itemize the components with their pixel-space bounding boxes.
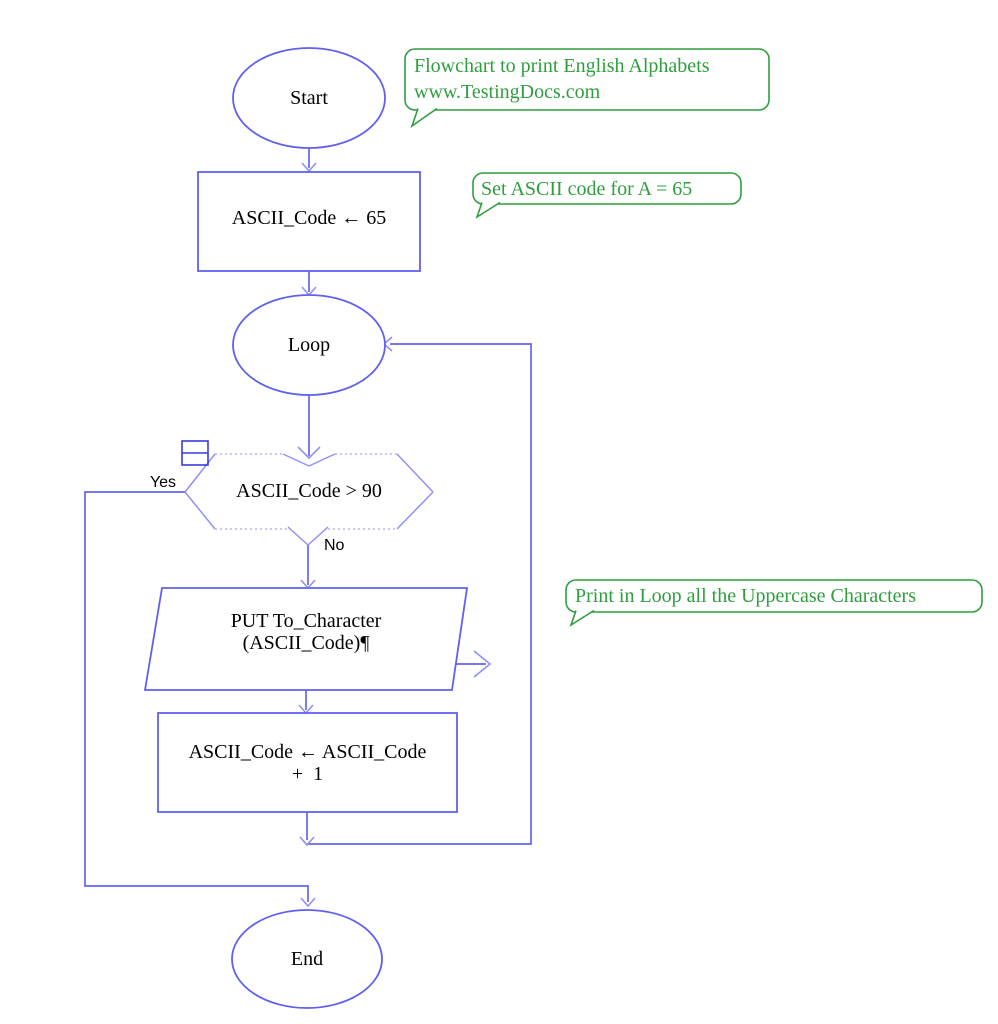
arrowhead-loopback-down	[299, 836, 315, 847]
output-label: PUT To_Character (ASCII_Code)¶	[150, 588, 462, 676]
arrowhead-into-assign	[301, 162, 317, 173]
title-callout-line2: www.TestingDocs.com	[414, 81, 601, 103]
assign-rect[interactable]	[197, 171, 421, 272]
decision-hexagon[interactable]	[181, 440, 434, 546]
increment-label: ASCII_Code ← ASCII_Code + 1	[158, 713, 457, 812]
title-callout-bubble[interactable]	[404, 48, 770, 111]
connector-loopback	[307, 343, 532, 845]
loop-label: Loop	[287, 334, 331, 356]
arrowhead-output-console	[473, 650, 492, 678]
set-ascii-callout-bubble[interactable]	[472, 172, 742, 205]
hexagon-entry-funnel	[282, 453, 336, 467]
hexagon-side-bottom-left	[184, 491, 216, 530]
increment-label-line1: ASCII_Code ← ASCII_Code	[188, 740, 427, 763]
assign-label: ASCII_Code ← 65	[231, 206, 387, 229]
increment-label-line2: + 1	[291, 762, 324, 785]
set-ascii-callout-tail	[475, 201, 501, 219]
no-label: No	[324, 537, 345, 554]
increment-rect[interactable]	[157, 712, 458, 813]
connector-yes-to-end	[84, 491, 309, 902]
hexagon-side-top-right	[396, 453, 434, 493]
end-terminal-ellipse[interactable]	[231, 909, 383, 1009]
arrowhead-into-end	[300, 897, 316, 908]
print-loop-callout-bubble[interactable]	[565, 579, 983, 613]
hexagon-side-top-left	[184, 453, 216, 493]
output-label-line1: PUT To_Character	[230, 610, 382, 632]
title-callout-text: Flowchart to print English Alphabets www…	[414, 53, 766, 105]
decision-label: ASCII_Code > 90	[236, 480, 382, 502]
yes-label: Yes	[149, 474, 177, 491]
arrowhead-into-decision	[297, 446, 321, 460]
start-terminal-ellipse[interactable]	[232, 47, 386, 149]
loop-oval[interactable]	[232, 294, 386, 396]
hexagon-exit-funnel	[287, 526, 329, 546]
hexagon-side-bottom-right	[396, 491, 434, 530]
set-ascii-callout-text: Set ASCII code for A = 65	[481, 178, 693, 200]
end-label: End	[290, 948, 324, 970]
start-label: Start	[290, 87, 328, 109]
print-loop-callout-tail	[569, 609, 595, 627]
title-callout-tail	[410, 107, 438, 129]
print-loop-callout-text: Print in Loop all the Uppercase Characte…	[575, 585, 916, 607]
output-label-line2: (ASCII_Code)¶	[242, 632, 370, 654]
output-parallelogram[interactable]	[143, 587, 469, 691]
title-callout-line1: Flowchart to print English Alphabets	[414, 55, 710, 77]
